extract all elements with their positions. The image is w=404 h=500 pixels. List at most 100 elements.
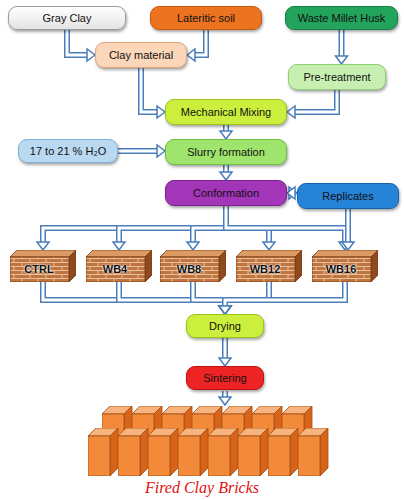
arrow-outline bbox=[225, 282, 269, 307]
arrow-head bbox=[342, 242, 354, 250]
brick-sample-box: WB8 bbox=[160, 250, 226, 282]
brick-sample-box: WB12 bbox=[236, 250, 302, 282]
flow-arrow bbox=[141, 68, 165, 118]
arrow-head bbox=[113, 242, 125, 250]
node-label: CTRL bbox=[24, 263, 53, 275]
arrow-core bbox=[194, 30, 206, 55]
arrow-head bbox=[287, 106, 295, 118]
arrow-outline bbox=[194, 30, 206, 55]
arrow-core bbox=[340, 30, 343, 57]
arrow-outline bbox=[118, 148, 158, 154]
arrow-outline bbox=[193, 282, 225, 307]
process-box: Slurry formation bbox=[165, 139, 287, 165]
arrow-core bbox=[224, 338, 227, 359]
brick-top bbox=[10, 250, 76, 257]
node-label: WB12 bbox=[250, 263, 281, 275]
node-label: WB8 bbox=[177, 263, 201, 275]
brick-top bbox=[312, 250, 378, 257]
node-label: Lateritic soil bbox=[177, 12, 235, 24]
arrow-head bbox=[219, 306, 231, 314]
flow-arrow bbox=[220, 165, 232, 180]
arrow-outline bbox=[345, 209, 351, 243]
arrow-head bbox=[287, 187, 295, 199]
process-box: Sintering bbox=[186, 366, 264, 390]
process-box: 17 to 21 % H₂O bbox=[18, 139, 118, 163]
arrow-outline bbox=[226, 206, 269, 243]
arrow-head bbox=[219, 306, 231, 314]
arrow-outline bbox=[119, 282, 225, 307]
node-label: Conformation bbox=[193, 187, 259, 199]
arrow-head bbox=[220, 172, 232, 180]
process-box: Gray Clay bbox=[8, 6, 126, 30]
process-box: Mechanical Mixing bbox=[165, 99, 287, 125]
arrow-outline bbox=[141, 68, 158, 112]
sintering-output-arrow bbox=[219, 391, 231, 405]
arrow-head bbox=[187, 242, 199, 250]
node-label: Clay material bbox=[109, 49, 173, 61]
brick-sample-box: WB4 bbox=[86, 250, 152, 282]
brick-sample-box: WB16 bbox=[312, 250, 378, 282]
node-label: Pre-treatment bbox=[303, 71, 370, 83]
node-label: Waste Millet Husk bbox=[298, 12, 386, 24]
arrow-core bbox=[294, 90, 337, 112]
arrow-outline bbox=[294, 90, 337, 112]
flow-arrow bbox=[342, 209, 354, 250]
arrow-outline bbox=[226, 206, 345, 243]
node-label: Drying bbox=[209, 320, 241, 332]
arrow-outline bbox=[43, 206, 226, 243]
arrow-core bbox=[225, 282, 269, 307]
arrow-core bbox=[347, 209, 350, 243]
flow-arrow bbox=[220, 125, 232, 139]
flow-arrow bbox=[37, 206, 226, 250]
brick-top bbox=[236, 250, 302, 257]
flow-arrow bbox=[287, 187, 297, 199]
arrow-head bbox=[220, 131, 232, 139]
process-box: Conformation bbox=[165, 180, 287, 206]
arrow-head bbox=[263, 242, 275, 250]
arrow-outline bbox=[67, 30, 88, 55]
arrow-outline bbox=[119, 206, 226, 243]
output-label: Fired Clay Bricks bbox=[0, 479, 404, 497]
flow-arrow bbox=[336, 30, 348, 64]
process-box: Replicates bbox=[297, 183, 399, 209]
arrow-core bbox=[67, 30, 88, 55]
brick-side bbox=[219, 250, 226, 282]
brick-sample-box: CTRL bbox=[10, 250, 76, 282]
node-label: WB16 bbox=[326, 263, 357, 275]
arrow-core bbox=[43, 282, 225, 307]
flow-arrow bbox=[226, 206, 351, 250]
arrow-head bbox=[336, 56, 348, 64]
arrow-core bbox=[193, 282, 225, 307]
flow-arrow bbox=[287, 90, 337, 118]
node-label: Mechanical Mixing bbox=[181, 106, 271, 118]
arrow-head bbox=[219, 358, 231, 366]
node-label: WB4 bbox=[103, 263, 127, 275]
node-label: 17 to 21 % H₂O bbox=[30, 145, 106, 157]
brick-front bbox=[312, 257, 371, 282]
flow-arrow bbox=[219, 338, 231, 366]
arrow-core bbox=[118, 150, 158, 153]
node-label: Slurry formation bbox=[187, 146, 265, 158]
arrow-outline bbox=[222, 338, 228, 359]
arrow-head bbox=[219, 306, 231, 314]
brick-top bbox=[86, 250, 152, 257]
arrow-outline bbox=[193, 206, 226, 243]
arrow-head bbox=[157, 106, 165, 118]
arrow-core bbox=[119, 282, 225, 307]
node-label: Sintering bbox=[203, 372, 246, 384]
arrow-head bbox=[157, 145, 165, 157]
arrow-head bbox=[219, 306, 231, 314]
arrow-core bbox=[119, 206, 226, 243]
flow-arrow bbox=[67, 30, 95, 61]
brick-side bbox=[295, 250, 302, 282]
flow-arrow bbox=[118, 145, 165, 157]
brick-front bbox=[10, 257, 69, 282]
brick-side bbox=[69, 250, 76, 282]
arrow-outline bbox=[339, 30, 345, 57]
arrow-core bbox=[226, 206, 345, 243]
arrow-head bbox=[87, 49, 95, 61]
process-box: Clay material bbox=[95, 42, 187, 68]
arrow-core bbox=[193, 206, 226, 243]
flow-arrow bbox=[187, 206, 226, 250]
